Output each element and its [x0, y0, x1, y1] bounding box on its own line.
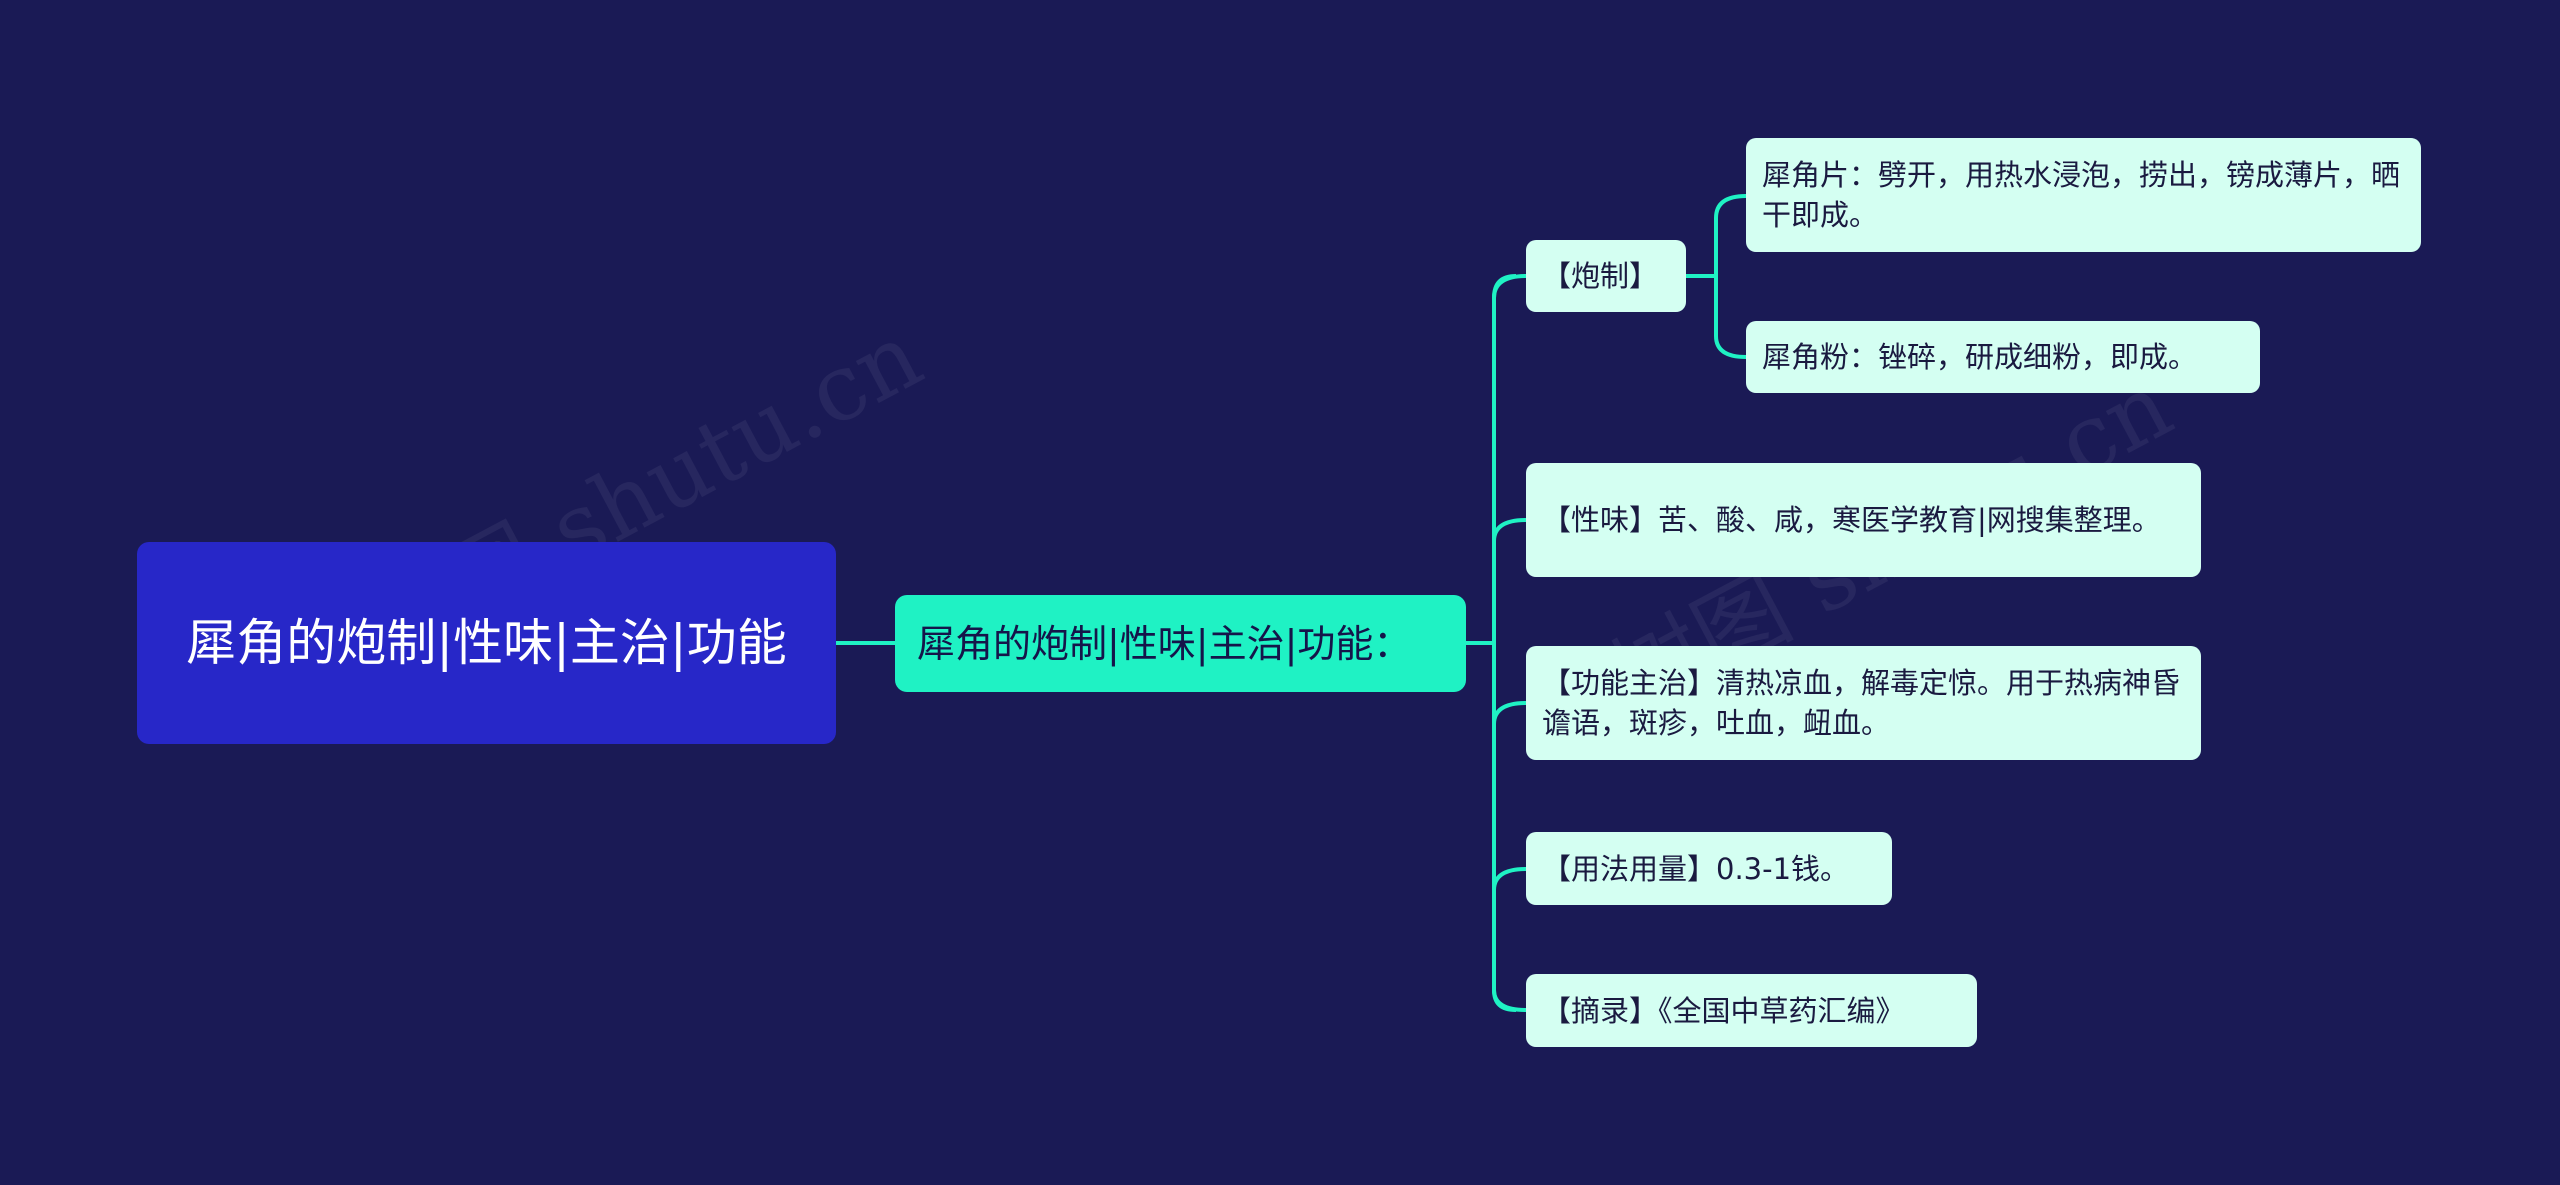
link-processing-child-2 — [1714, 276, 1747, 359]
branch-excerpt[interactable]: 【摘录】《全国中草药汇编》 — [1526, 974, 1977, 1047]
root-node[interactable]: 犀角的炮制|性味|主治|功能 — [137, 542, 836, 744]
branch-dosage-text: 【用法用量】0.3-1钱。 — [1542, 851, 1850, 886]
center-node[interactable]: 犀角的炮制|性味|主治|功能： — [895, 595, 1466, 692]
processing-child-powder-text: 犀角粉：锉碎，研成细粉，即成。 — [1762, 340, 2198, 374]
branch-function[interactable]: 【功能主治】清热凉血，解毒定惊。用于热病神昏谵语，斑疹，吐血，衄血。 — [1526, 646, 2201, 760]
link-branch-processing — [1492, 274, 1527, 299]
link-branch-excerpt — [1492, 989, 1527, 1012]
branch-nature-text: 【性味】苦、酸、咸，寒医学教育|网搜集整理。 — [1542, 503, 2161, 537]
root-title: 犀角的炮制|性味|主治|功能 — [186, 614, 787, 672]
center-title: 犀角的炮制|性味|主治|功能： — [917, 621, 1412, 666]
processing-child-slices-text: 犀角片：劈开，用热水浸泡，捞出，镑成薄片，晒干即成。 — [1762, 158, 2401, 232]
link-branch-dosage — [1492, 867, 1527, 891]
branch-excerpt-text: 【摘录】《全国中草药汇编》 — [1542, 993, 1905, 1028]
link-branch-function — [1492, 701, 1527, 725]
link-processing-child-1 — [1714, 194, 1747, 276]
branch-processing-label: 【炮制】 — [1542, 259, 1659, 293]
processing-child-powder[interactable]: 犀角粉：锉碎，研成细粉，即成。 — [1746, 321, 2260, 393]
processing-child-slices[interactable]: 犀角片：劈开，用热水浸泡，捞出，镑成薄片，晒干即成。 — [1746, 138, 2421, 252]
branch-processing[interactable]: 【炮制】 — [1526, 240, 1686, 312]
branch-dosage[interactable]: 【用法用量】0.3-1钱。 — [1526, 832, 1892, 905]
branch-function-text: 【功能主治】清热凉血，解毒定惊。用于热病神昏谵语，斑疹，吐血，衄血。 — [1542, 666, 2181, 740]
link-trunk — [1492, 274, 1517, 1012]
branch-nature[interactable]: 【性味】苦、酸、咸，寒医学教育|网搜集整理。 — [1526, 463, 2201, 577]
link-branch-nature — [1492, 518, 1527, 542]
